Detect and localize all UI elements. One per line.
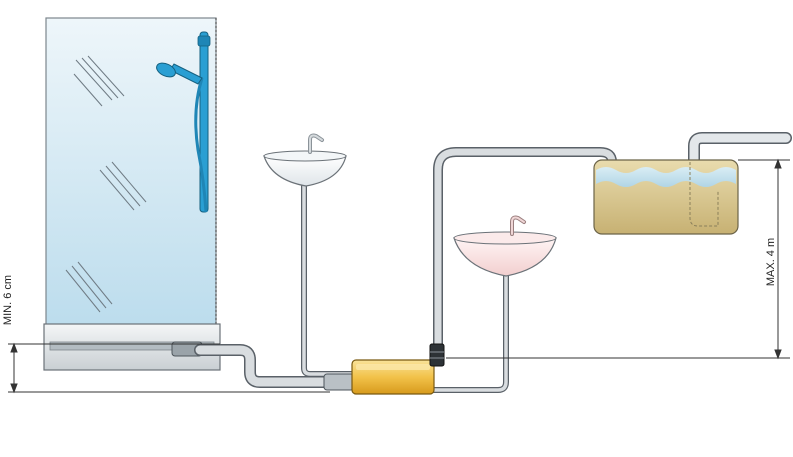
max-height-label: MAX. 4 m: [765, 238, 777, 286]
pump-inlet-connector: [323, 373, 355, 391]
pump-unit: [323, 343, 445, 395]
shower-cabin: [45, 17, 217, 345]
dimension-min: [8, 342, 330, 394]
dimension-max: [446, 158, 790, 360]
pump-outlet-valve: [429, 343, 445, 367]
tank: [593, 159, 739, 235]
upper-basin-drain-pipe: [301, 181, 359, 377]
faucet-icon: [510, 215, 526, 236]
tank-water-surface: [596, 167, 736, 187]
washbasin-lower: [453, 215, 557, 277]
shower-tray: [43, 323, 221, 371]
shower-head-icon: [156, 31, 211, 213]
shower-glass-panel: [45, 17, 217, 345]
piping: [194, 132, 792, 393]
min-height-label: MIN. 6 cm: [2, 275, 14, 325]
tank-inner-standpipe: [689, 162, 719, 227]
washbasin-upper: [263, 133, 347, 187]
faucet-icon: [308, 133, 324, 154]
lower-basin-drain-pipe: [429, 273, 509, 393]
glass-reflection-lines: [65, 55, 147, 313]
